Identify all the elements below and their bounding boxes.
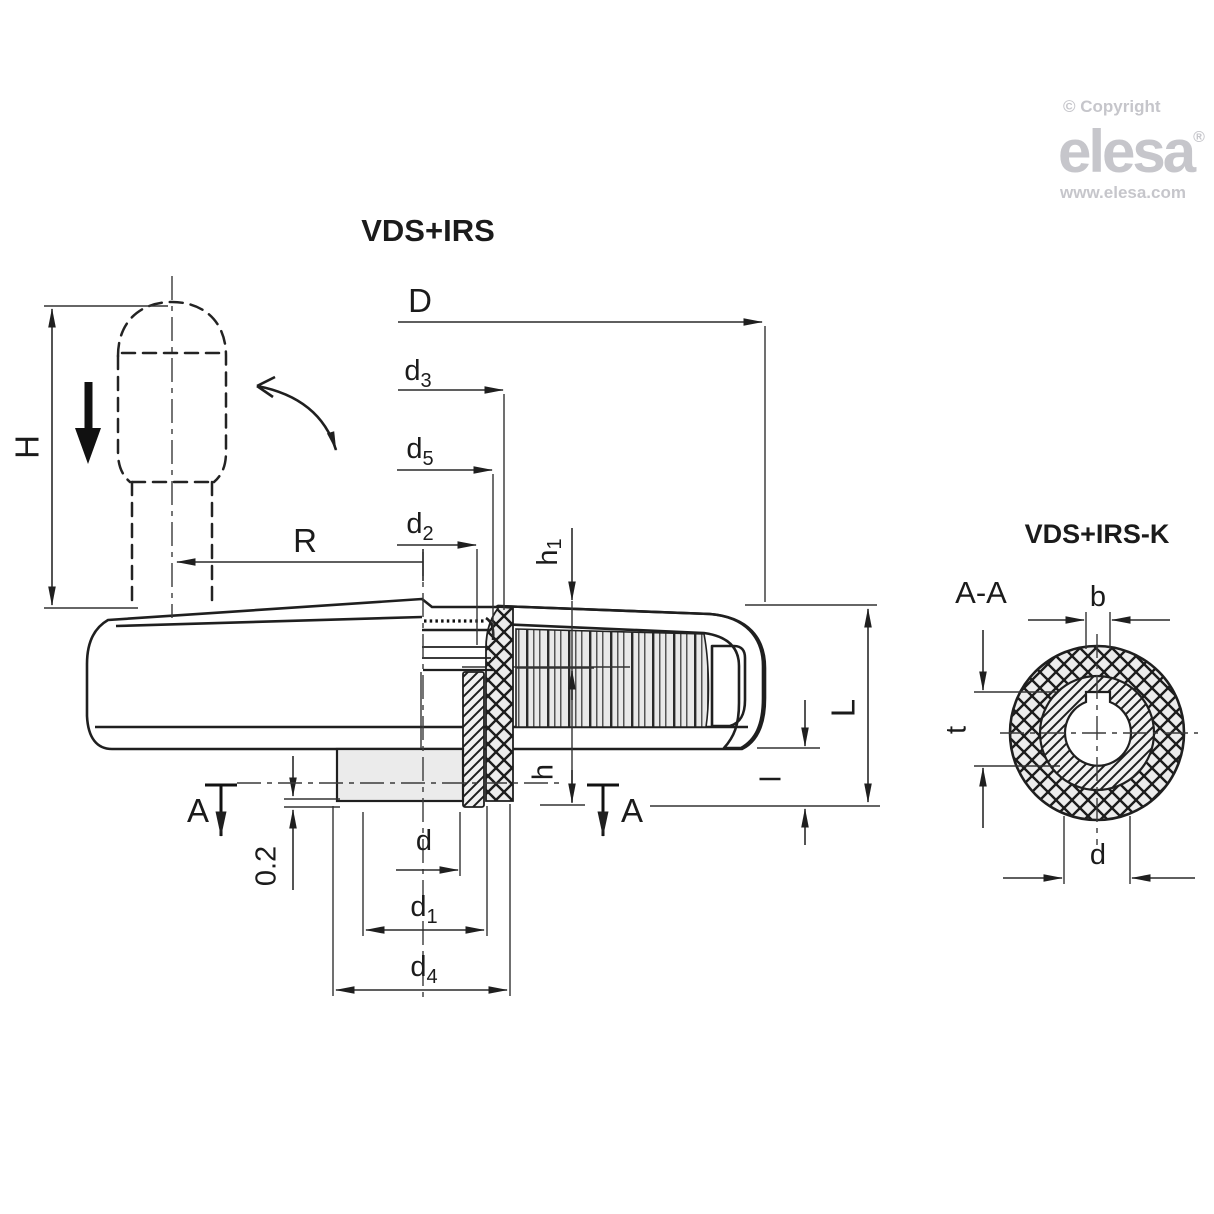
label-d: d: [416, 825, 432, 857]
label-t: t: [941, 726, 973, 734]
elesa-logo: © Copyright elesa® www.elesa.com: [1058, 97, 1208, 202]
label-A-right: A: [621, 792, 643, 829]
label-R: R: [293, 522, 317, 559]
label-b: b: [1090, 581, 1106, 613]
dimension-d-section: d: [1003, 816, 1195, 884]
label-d4: d4: [410, 951, 437, 988]
cap-edge-hook: [485, 616, 495, 641]
hub-section: [485, 606, 514, 802]
label-d1: d1: [410, 891, 437, 928]
wheel-top-inner-line: [115, 615, 423, 628]
label-d3: d3: [404, 355, 431, 392]
cap-mechanism: [422, 616, 495, 672]
handle-outline-right: [116, 300, 228, 484]
section-view: VDS+IRS-K A-A b t: [941, 519, 1198, 884]
section-cut-label: A-A: [955, 575, 1007, 610]
dimension-tolerance: 0.2: [251, 756, 340, 890]
push-down-arrow-icon: [75, 382, 101, 464]
label-d2: d2: [406, 508, 433, 545]
website-text: www.elesa.com: [1059, 183, 1186, 202]
dimension-d5: d5: [397, 433, 494, 636]
dimension-h1-h: h1 h: [516, 528, 594, 806]
label-l: l: [756, 776, 788, 782]
bore-with-keyway: [1063, 690, 1133, 767]
label-h1: h1: [532, 538, 567, 565]
copyright-text: © Copyright: [1063, 97, 1161, 116]
label-H: H: [9, 435, 46, 459]
brand-logo: elesa®: [1058, 118, 1205, 185]
dimension-D: D: [398, 282, 766, 602]
dimension-d: d: [396, 812, 461, 876]
dimension-d2: d2: [397, 508, 478, 645]
hub-boss: [335, 747, 465, 803]
label-L: L: [825, 699, 862, 717]
dimension-l: l: [756, 700, 820, 845]
label-tolerance: 0.2: [251, 846, 283, 886]
rim-knurl-section: [496, 604, 765, 750]
dimension-b: b: [1028, 581, 1170, 649]
bushing-section: [462, 671, 485, 808]
rim-pocket: [710, 644, 747, 728]
section-view-title: VDS+IRS-K: [1025, 519, 1170, 549]
label-D: D: [408, 282, 432, 319]
label-h: h: [528, 764, 560, 780]
dimension-L: L: [650, 604, 880, 807]
section-plane-A-A: A A: [187, 782, 643, 837]
grip-ribs: [515, 628, 710, 728]
rotation-arrow-icon: [256, 375, 338, 451]
main-view-title: VDS+IRS: [361, 213, 495, 248]
handle-outline-left: [116, 354, 132, 484]
dimension-d3: d3: [398, 355, 505, 610]
dimension-d4: d4: [332, 804, 511, 996]
fold-away-handle: [116, 276, 228, 618]
dimension-H: H: [9, 305, 168, 609]
main-view: [75, 276, 767, 1000]
label-A-left: A: [187, 792, 209, 829]
dimensions-main: H D d3 d5 d2 R: [9, 282, 880, 996]
dimension-R: R: [176, 522, 424, 581]
label-d5: d5: [406, 433, 433, 470]
dimension-t: t: [941, 630, 1060, 828]
dimension-d1: d1: [362, 806, 488, 936]
label-d-section: d: [1090, 839, 1106, 871]
